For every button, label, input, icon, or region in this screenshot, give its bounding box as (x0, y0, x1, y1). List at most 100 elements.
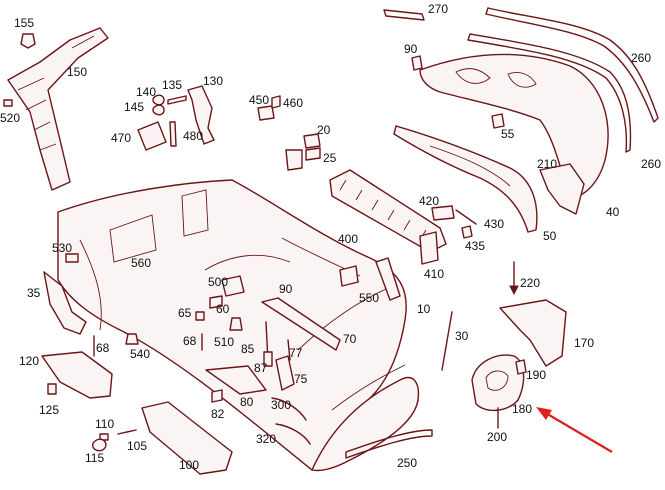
label-part-82: 82 (211, 407, 225, 421)
label-part-155: 155 (14, 16, 35, 30)
label-part-145: 145 (124, 100, 145, 114)
label-part-150: 150 (67, 65, 88, 79)
part-410-bracket (419, 231, 439, 265)
label-part-40: 40 (606, 205, 620, 219)
part-170-bracket (499, 299, 567, 367)
label-part-300: 300 (271, 398, 292, 412)
part-435-clip (461, 225, 473, 239)
label-part-125: 125 (39, 403, 60, 417)
label-part-87: 87 (254, 361, 268, 375)
part-210-bracket (539, 163, 585, 215)
label-part-35: 35 (27, 286, 41, 300)
part-430-strip (455, 209, 477, 225)
part-190-clip (515, 359, 527, 375)
label-part-270: 270 (428, 2, 449, 16)
label-part-180: 180 (512, 402, 533, 416)
part-55-clip (491, 113, 505, 129)
label-part-60: 60 (216, 302, 230, 316)
label-part-220: 220 (520, 276, 541, 290)
label-part-110: 110 (95, 417, 115, 431)
part-105-screw (117, 429, 137, 435)
label-part-560: 560 (131, 256, 152, 270)
part-77-pin (287, 339, 291, 361)
label-part-120: 120 (19, 354, 40, 368)
label-part-200: 200 (487, 430, 508, 444)
part-510-clip (229, 317, 243, 331)
label-part-70: 70 (343, 332, 357, 346)
part-220-pin-tip (509, 285, 519, 296)
label-part-540: 540 (130, 347, 151, 361)
part-12-bracket (285, 149, 303, 171)
part-120-bracket (41, 351, 113, 399)
label-part-550: 550 (359, 291, 380, 305)
part-500-bracket (221, 275, 245, 297)
part-110-washer (99, 433, 109, 441)
part-125-nut (47, 383, 57, 395)
label-part-75: 75 (294, 372, 308, 386)
label-part-100: 100 (179, 458, 200, 472)
label-part-520: 520 (0, 111, 21, 125)
label-part-105: 105 (127, 439, 148, 453)
label-part-90-top: 90 (404, 42, 418, 56)
part-100-lower-bracket (141, 401, 233, 475)
part-87-clip (263, 351, 273, 367)
label-part-260-lower: 260 (641, 157, 662, 171)
label-part-500: 500 (208, 275, 229, 289)
label-part-85: 85 (241, 342, 255, 356)
part-115-nut (91, 438, 107, 452)
part-530-bolt (65, 253, 79, 263)
part-480-strip (169, 121, 177, 147)
label-part-435: 435 (465, 239, 486, 253)
label-part-50: 50 (543, 229, 557, 243)
part-82-clip (211, 389, 223, 403)
part-90-clip (411, 55, 423, 71)
label-part-68-right: 68 (183, 334, 197, 348)
label-part-400: 400 (338, 232, 359, 246)
part-50-lower-diffuser (393, 125, 538, 233)
part-140-nut (152, 94, 165, 106)
part-260-trim-upper (485, 7, 659, 123)
label-part-80: 80 (240, 395, 254, 409)
label-part-20: 20 (317, 123, 331, 137)
part-155-clip (20, 33, 36, 49)
label-part-480: 480 (183, 129, 204, 143)
part-400-grille (329, 169, 447, 253)
callout-arrow (536, 407, 613, 453)
label-part-90-mid: 90 (279, 282, 293, 296)
label-part-130: 130 (203, 74, 224, 88)
part-60-clip (209, 295, 223, 309)
part-260-trim-lower (467, 33, 632, 153)
label-part-530: 530 (52, 241, 73, 255)
label-part-250: 250 (397, 456, 418, 470)
part-470-plate (137, 121, 167, 151)
part-20-bracket (303, 133, 321, 149)
part-420-sensor (431, 205, 455, 221)
label-part-410: 410 (424, 267, 445, 281)
label-part-135: 135 (162, 78, 183, 92)
label-part-55: 55 (501, 127, 515, 141)
part-150-left-bracket (7, 27, 109, 191)
part-70-rail (261, 297, 341, 351)
label-part-460: 460 (283, 96, 304, 110)
label-part-260-upper: 260 (631, 51, 652, 65)
part-80-bracket (205, 365, 267, 395)
label-part-25: 25 (323, 151, 337, 165)
part-25-clip (305, 147, 321, 161)
label-part-210: 210 (537, 157, 558, 171)
label-part-510: 510 (214, 335, 235, 349)
part-270-strip (383, 9, 425, 21)
part-560-edge (79, 239, 102, 331)
part-520-bolt (3, 99, 13, 107)
label-part-115: 115 (85, 451, 105, 465)
label-part-140: 140 (136, 85, 157, 99)
label-part-77: 77 (289, 346, 303, 360)
part-35-side-piece (43, 271, 87, 335)
label-part-430: 430 (484, 217, 505, 231)
label-part-68-left: 68 (96, 341, 110, 355)
part-180-housing (471, 354, 525, 411)
part-300-trim (271, 397, 307, 421)
part-130-bracket (187, 85, 215, 145)
label-part-320: 320 (256, 432, 277, 446)
